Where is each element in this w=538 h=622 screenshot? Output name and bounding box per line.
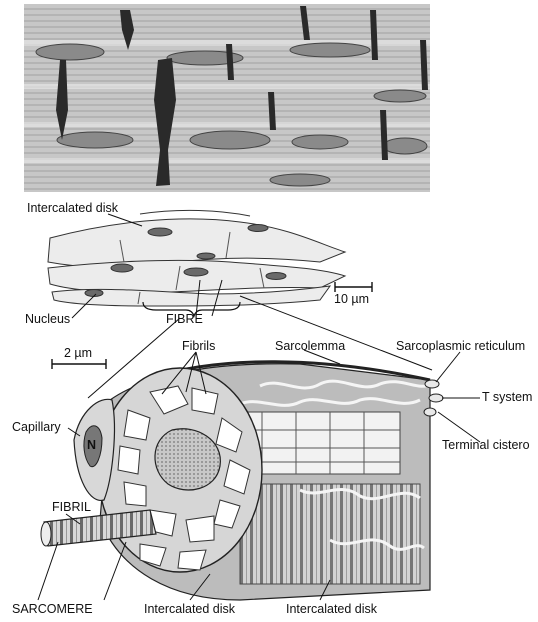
label-terminal-cistero: Terminal cistero bbox=[442, 438, 530, 452]
label-sarcomere: SARCOMERE bbox=[12, 602, 93, 616]
myofibril-bundle bbox=[240, 484, 420, 584]
label-nucleus: Nucleus bbox=[25, 312, 70, 326]
micrograph bbox=[24, 4, 430, 192]
label-fibrils: Fibrils bbox=[182, 339, 215, 353]
label-sarcolemma: Sarcolemma bbox=[275, 339, 345, 353]
scale-bar-2um bbox=[52, 359, 106, 369]
label-scale-10um: 10 µm bbox=[334, 292, 369, 306]
label-intercalated-disk-top: Intercalated disk bbox=[27, 201, 118, 215]
myofibril-texture bbox=[24, 4, 430, 192]
label-t-system: T system bbox=[482, 390, 532, 404]
label-fibre: FIBRE bbox=[166, 312, 203, 326]
fibre-top-edge bbox=[140, 210, 250, 216]
fibre-sketch bbox=[48, 210, 345, 306]
label-intercalated-disk-bottom-right: Intercalated disk bbox=[286, 602, 377, 616]
label-capillary: Capillary bbox=[12, 420, 61, 434]
label-intercalated-disk-bottom-left: Intercalated disk bbox=[144, 602, 235, 616]
scale-bar-10um bbox=[335, 282, 372, 292]
fibre-3d bbox=[41, 362, 443, 600]
label-sarcoplasmic-reticulum: Sarcoplasmic reticulum bbox=[396, 339, 525, 353]
fibril-end bbox=[41, 522, 51, 546]
label-fibril: FIBRIL bbox=[52, 500, 91, 514]
label-n: N bbox=[87, 438, 96, 452]
label-scale-2um: 2 µm bbox=[64, 346, 92, 360]
